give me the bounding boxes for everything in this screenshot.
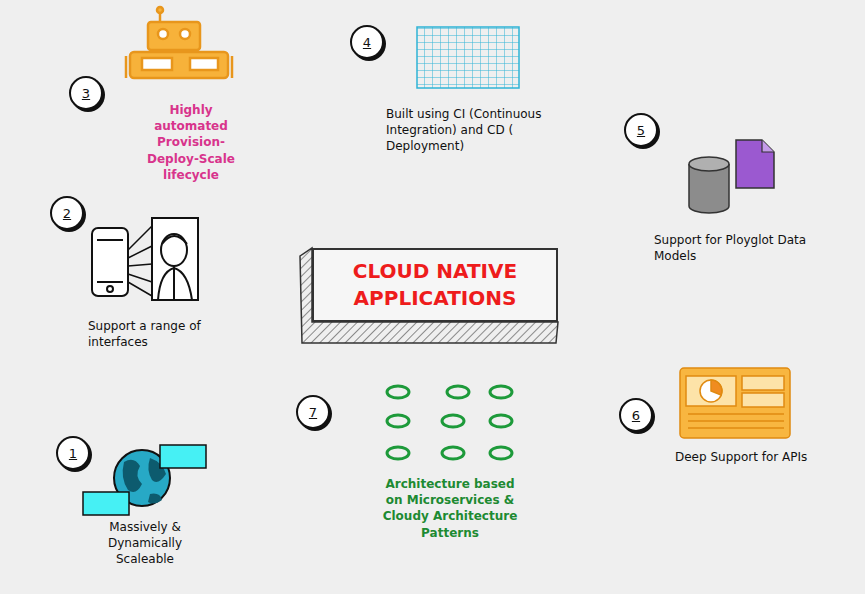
callout-circle: 6 bbox=[619, 398, 653, 432]
feature-label: Support for Ployglot Data Models bbox=[654, 232, 836, 264]
microservices-icon bbox=[387, 386, 512, 459]
dashboard-icon bbox=[680, 368, 790, 438]
box-depth bbox=[300, 248, 558, 343]
grid-icon bbox=[417, 27, 519, 88]
callout-number: 3 bbox=[82, 86, 90, 101]
callout-number: 2 bbox=[63, 206, 71, 221]
robot-icon bbox=[126, 7, 232, 78]
callout-number: 5 bbox=[637, 123, 645, 138]
title-text: CLOUD NATIVE APPLICATIONS bbox=[324, 258, 546, 312]
feature-label: Architecture based on Microservices & Cl… bbox=[382, 476, 518, 541]
callout-circle: 1 bbox=[56, 436, 90, 470]
interfaces-icon bbox=[92, 218, 198, 300]
feature-label: Support a range of interfaces bbox=[88, 318, 228, 350]
callout-circle: 2 bbox=[50, 196, 84, 230]
callout-number: 4 bbox=[363, 35, 371, 50]
callout-circle: 5 bbox=[624, 113, 658, 147]
feature-label: Highly automated Provision-Deploy-Scale … bbox=[136, 102, 246, 183]
callout-circle: 7 bbox=[296, 395, 330, 429]
callout-circle: 4 bbox=[350, 25, 384, 59]
title-box: CLOUD NATIVE APPLICATIONS bbox=[312, 248, 558, 322]
callout-circle: 3 bbox=[69, 76, 103, 110]
feature-label: Deep Support for APIs bbox=[675, 449, 851, 465]
callout-number: 6 bbox=[632, 408, 640, 423]
database-icon bbox=[689, 140, 774, 213]
feature-label: Massively & Dynamically Scaleable bbox=[92, 519, 198, 568]
globe-icon bbox=[83, 445, 206, 515]
callout-number: 7 bbox=[309, 405, 317, 420]
callout-number: 1 bbox=[69, 446, 77, 461]
feature-label: Built using CI (Continuous Integration) … bbox=[386, 106, 566, 155]
